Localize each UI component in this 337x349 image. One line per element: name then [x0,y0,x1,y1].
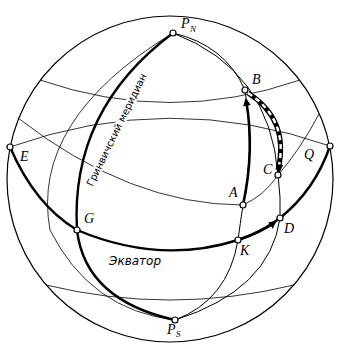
point-letter: G [84,212,94,226]
point-letter: Q [304,148,314,162]
point-letter: A [229,186,238,200]
pole-subscript: S [176,330,181,339]
point-letter: C [263,163,272,177]
pole-letter: P [167,323,176,337]
equator-name: Экватор [108,255,162,267]
point-letter: D [284,222,294,236]
pole-subscript: N [190,25,196,34]
point-letter: E [20,150,29,164]
point-letter: B [252,73,261,87]
pole-letter: P [181,17,190,31]
point-letter: K [240,244,249,258]
